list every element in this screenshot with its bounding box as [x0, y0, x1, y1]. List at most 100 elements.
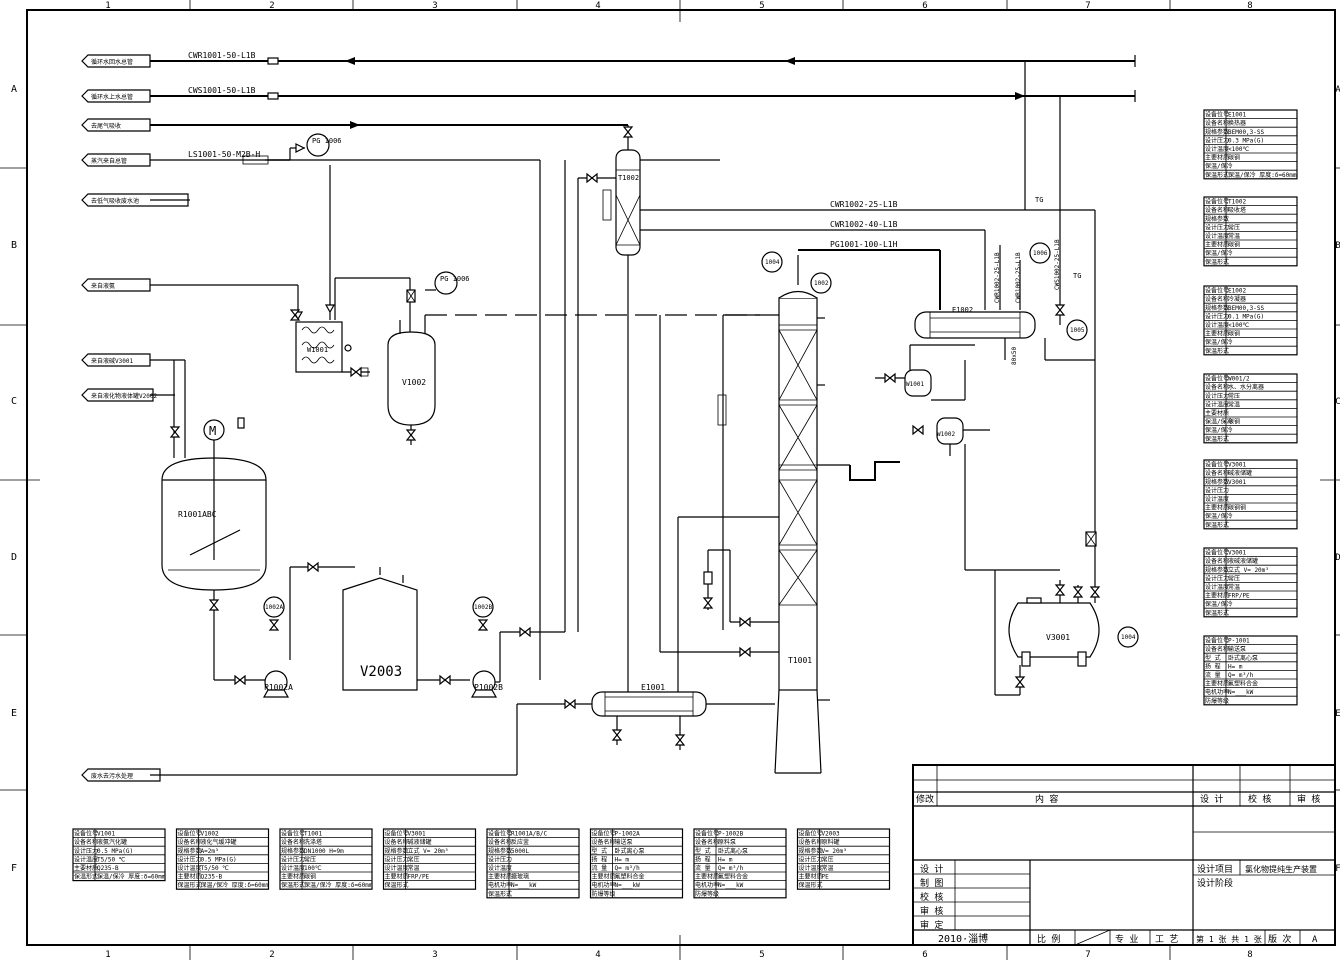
table-key: 保温/保冷	[1205, 338, 1233, 346]
table-key: 保温/保冷	[1205, 426, 1233, 434]
table-key: 设备名称	[1205, 295, 1229, 303]
table-key: 保温/保冷	[1205, 600, 1233, 608]
table-value: 立式 V= 20m³	[1228, 566, 1269, 574]
table-value: 5000L	[511, 848, 529, 855]
table-key: 规格参数	[178, 847, 202, 855]
table-key: 主要材质	[385, 873, 409, 881]
table-value: 100℃	[304, 865, 322, 872]
col-label: 4	[595, 950, 600, 960]
col-label: 2	[269, 1, 274, 11]
tb-scale: 比 例	[1037, 933, 1060, 945]
table-value: 碳钢	[1228, 154, 1240, 162]
col-label: 4	[595, 1, 600, 11]
table-key: 防爆等级	[1205, 697, 1229, 705]
tb-project-label: 设计项目	[1197, 863, 1233, 875]
tb-date: 2010·淄博	[938, 932, 988, 945]
table-key: 设计温度	[74, 855, 98, 863]
tb-content: 内 容	[1035, 793, 1058, 805]
table-key: 主要材质	[178, 873, 202, 881]
table-value: 卧式离心泵	[718, 847, 748, 855]
table-value: DN1000 H=9m	[304, 848, 344, 855]
table-key: 保温形式	[385, 881, 409, 889]
table-value: 反应釜	[511, 838, 529, 846]
table-value: 保温/保冷 厚度:δ=60mm	[1228, 171, 1297, 179]
table-key: 设计压力	[385, 855, 409, 863]
row-label: F	[1335, 864, 1340, 874]
table-key: 设备位号	[592, 830, 616, 838]
table-key: 规格参数	[385, 847, 409, 855]
row-label: D	[1335, 553, 1340, 563]
line-pg: PG1001-100-L1H	[830, 240, 898, 249]
table-key: 设备名称	[1205, 469, 1229, 477]
tb-review: 审 核	[1297, 793, 1320, 805]
v3001-label: V3001	[1046, 633, 1070, 642]
table-value: 0.5 MPa(G)	[97, 848, 133, 855]
inlet-tag-label: 来自液氨	[91, 282, 115, 290]
table-key: 规格参数	[1205, 128, 1229, 136]
table-key: 设计温度	[178, 864, 202, 872]
table-value: A=2m³	[201, 848, 219, 855]
table-key: 规格参数	[1205, 304, 1229, 312]
table-key: 保温形式	[488, 890, 512, 898]
w1001-heater	[295, 321, 370, 377]
valve	[234, 674, 246, 686]
w1001b-label: W1001	[906, 381, 924, 388]
col-label: 7	[1085, 950, 1090, 960]
table-key: 设计温度	[1205, 321, 1229, 329]
tb-row-1: 制 图	[920, 877, 943, 889]
table-key: 设备位号	[1205, 111, 1229, 119]
table-key: 设备位号	[281, 830, 305, 838]
line-cwr: CWR1001-50-L1B	[188, 51, 256, 60]
table-key: 设计温度	[385, 864, 409, 872]
table-key: 主要材质	[74, 864, 98, 872]
e1002-label: E1002	[952, 306, 973, 314]
table-value: V1001	[97, 831, 115, 838]
line-v2: CWR1002-25-L1B	[1015, 252, 1022, 303]
table-key: 保温形式	[1205, 609, 1229, 617]
table-value: N=___kW	[511, 882, 537, 889]
table-value: 碳钢	[1228, 241, 1240, 249]
table-value: V3001	[1228, 479, 1246, 486]
table-key: 设计压力	[799, 855, 823, 863]
table-value: 氟塑料合金	[615, 873, 645, 881]
table-key: 设备位号	[1205, 461, 1229, 469]
equipment-table: 设备位号V3001设备名称碱液储罐规格参数V3001设计压力设计温度主要材质碳钢…	[1203, 459, 1298, 530]
table-key: 主要材质	[592, 873, 616, 881]
col-label: 5	[759, 1, 764, 11]
row-label: E	[1335, 709, 1340, 719]
instrument-circles	[203, 133, 1139, 648]
line-v1: CWR1002-25-L1B	[994, 252, 1001, 303]
table-key: 主要材质	[1205, 241, 1229, 249]
row-label: A	[11, 84, 17, 95]
table-key: 设备名称	[1205, 383, 1229, 391]
tb-major: 专 业	[1115, 933, 1138, 945]
inst-1002: 1002	[814, 280, 829, 287]
p1002b-label: P1002B	[474, 683, 503, 692]
table-value: 常压	[1228, 223, 1240, 231]
table-key: 设计温度	[799, 864, 823, 872]
table-key: 设计温度	[1205, 145, 1229, 153]
table-key: 设备名称	[74, 838, 98, 846]
table-value: 原料罐	[822, 838, 840, 846]
table-key: 设计温度	[281, 864, 305, 872]
table-value: Q235-B	[201, 874, 223, 881]
table-value: 换热器	[1228, 119, 1246, 127]
inlet-tag-label: 废水去污水处理	[91, 772, 133, 780]
table-value: 卧式离心泵	[1228, 654, 1258, 662]
table-key: 设计压力	[1205, 486, 1229, 494]
table-key: 主要材质	[1205, 680, 1229, 688]
table-value: 常压	[822, 855, 834, 863]
table-key: 设计压力	[1205, 136, 1229, 144]
table-value: T1002	[1228, 199, 1246, 206]
col-label: 8	[1247, 950, 1252, 960]
valve	[439, 674, 451, 686]
table-value: V= 20m³	[822, 848, 847, 855]
table-value: 常温	[822, 864, 834, 872]
inlet-tag: 来自液氨	[81, 278, 151, 292]
table-key: 设备名称	[695, 838, 719, 846]
